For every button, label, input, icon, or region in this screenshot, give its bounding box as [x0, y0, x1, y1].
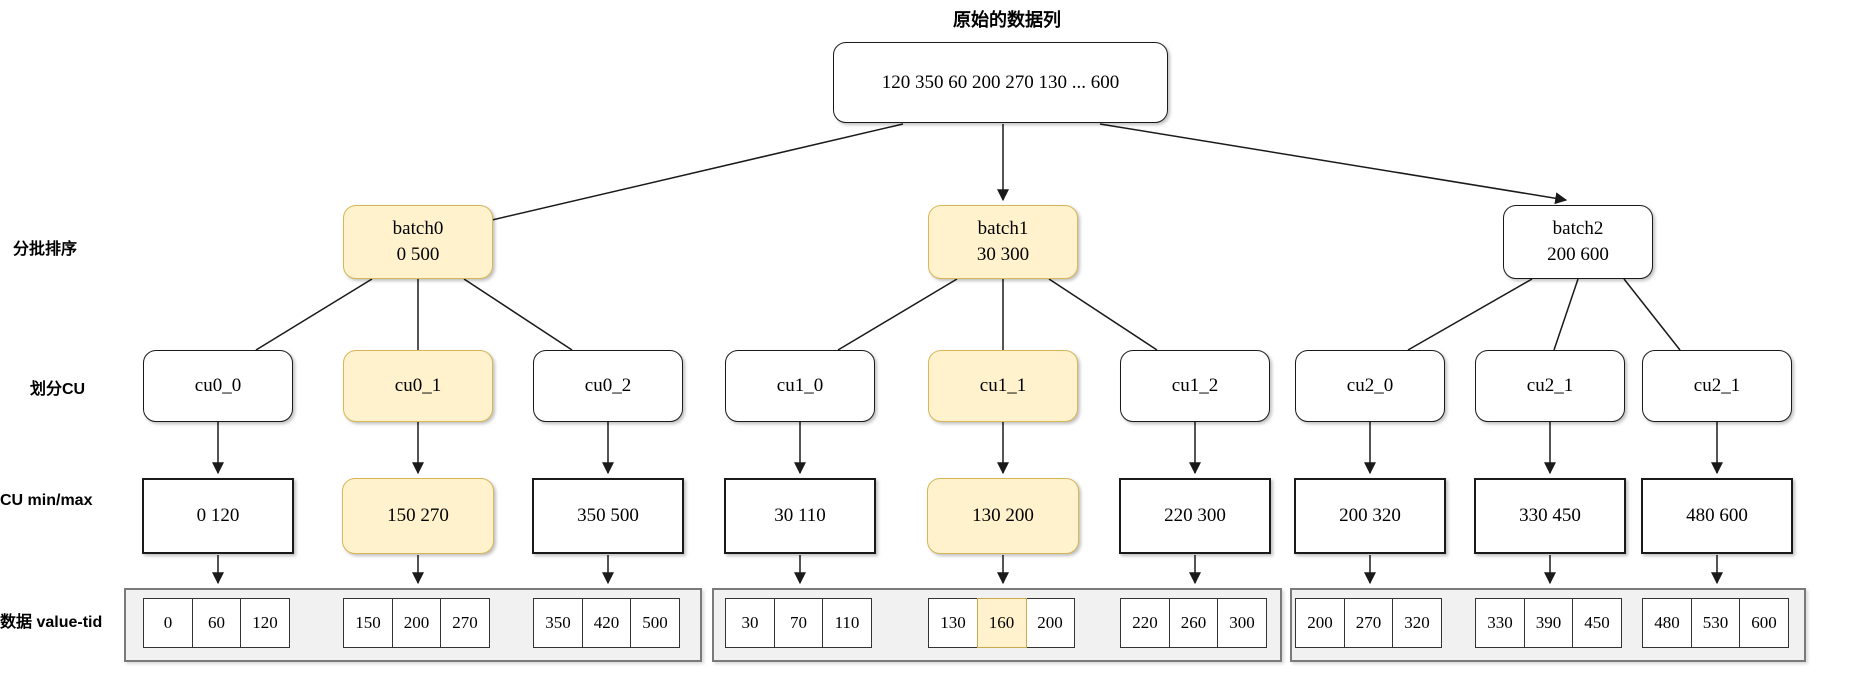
value-cell: 600	[1739, 598, 1789, 648]
cu-name: cu1_0	[776, 375, 824, 397]
value-cell: 450	[1572, 598, 1622, 648]
value-array-cu2_1b: 480 530 600	[1642, 598, 1789, 648]
value-cell: 480	[1642, 598, 1692, 648]
value-cell: 270	[440, 598, 490, 648]
cu-node-cu0_2: cu0_2	[533, 350, 683, 422]
batch-name: batch1	[977, 218, 1029, 240]
batch-range: 0 500	[396, 244, 440, 265]
value-cell: 120	[240, 598, 290, 648]
value-array-cu1_0: 30 70 110	[725, 598, 872, 648]
row-label-data: 数据 value-tid	[0, 614, 103, 631]
cu-name: cu1_1	[979, 375, 1027, 397]
cu-node-cu1_0: cu1_0	[725, 350, 875, 422]
cu-node-cu0_0: cu0_0	[143, 350, 293, 422]
minmax-node-cu2_0: 200 320	[1294, 478, 1446, 554]
cu-node-cu1_1: cu1_1	[928, 350, 1078, 422]
minmax-value: 200 320	[1339, 505, 1401, 527]
cu-name: cu1_2	[1171, 375, 1219, 397]
batch-range: 200 600	[1547, 244, 1609, 265]
value-cell: 220	[1120, 598, 1170, 648]
value-array-cu2_0: 200 270 320	[1295, 598, 1442, 648]
root-node: 120 350 60 200 270 130 ... 600	[833, 42, 1168, 123]
value-cell: 60	[191, 598, 242, 648]
value-array-cu1_2: 220 260 300	[1120, 598, 1267, 648]
cu-node-cu2_1b: cu2_1	[1642, 350, 1792, 422]
minmax-value: 150 270	[387, 505, 449, 527]
value-cell: 0	[143, 598, 193, 648]
minmax-value: 330 450	[1519, 505, 1581, 527]
value-cell: 130	[928, 598, 978, 648]
value-array-cu1_1: 130 160 200	[928, 598, 1075, 648]
batch-node-batch2: batch2 200 600	[1503, 205, 1653, 279]
value-cell: 270	[1343, 598, 1394, 648]
value-cell: 300	[1217, 598, 1267, 648]
cu-name: cu2_1	[1693, 375, 1741, 397]
row-label-cu: 划分CU	[30, 381, 86, 398]
value-cell: 420	[581, 598, 632, 648]
minmax-value: 350 500	[577, 505, 639, 527]
value-array-cu0_0: 0 60 120	[143, 598, 290, 648]
batch-range: 30 300	[976, 244, 1030, 265]
diagram-title: 原始的数据列	[953, 10, 1061, 30]
cu-name: cu2_0	[1346, 375, 1394, 397]
minmax-value: 480 600	[1686, 505, 1748, 527]
cu-node-cu1_2: cu1_2	[1120, 350, 1270, 422]
root-node-label: 120 350 60 200 270 130 ... 600	[881, 71, 1120, 93]
cu-name: cu0_1	[394, 375, 442, 397]
value-array-cu0_1: 150 200 270	[343, 598, 490, 648]
minmax-value: 130 200	[972, 505, 1034, 527]
value-cell: 200	[391, 598, 442, 648]
row-label-batch: 分批排序	[13, 241, 78, 258]
batch-node-batch0: batch0 0 500	[343, 205, 493, 279]
minmax-node-cu0_1: 150 270	[342, 478, 494, 554]
value-array-cu0_2: 350 420 500	[533, 598, 680, 648]
cu-name: cu0_0	[194, 375, 242, 397]
value-cell: 500	[630, 598, 680, 648]
batch-name: batch2	[1552, 218, 1604, 240]
cu-name: cu0_2	[584, 375, 632, 397]
batch-name: batch0	[392, 218, 444, 240]
value-cell: 330	[1475, 598, 1525, 648]
value-cell: 200	[1025, 598, 1075, 648]
row-label-minmax: CU min/max	[0, 492, 93, 509]
cu-node-cu2_0: cu2_0	[1295, 350, 1445, 422]
value-cell: 350	[533, 598, 583, 648]
value-cell: 200	[1295, 598, 1345, 648]
value-cell-highlighted: 160	[976, 598, 1027, 648]
value-cell: 70	[773, 598, 824, 648]
value-cell: 30	[725, 598, 775, 648]
minmax-node-cu1_0: 30 110	[724, 478, 876, 554]
value-cell: 150	[343, 598, 393, 648]
minmax-node-cu2_1b: 480 600	[1641, 478, 1793, 554]
minmax-node-cu2_1: 330 450	[1474, 478, 1626, 554]
value-cell: 530	[1690, 598, 1741, 648]
minmax-node-cu1_1: 130 200	[927, 478, 1079, 554]
minmax-value: 220 300	[1164, 505, 1226, 527]
minmax-node-cu0_0: 0 120	[142, 478, 294, 554]
value-cell: 320	[1392, 598, 1442, 648]
cu-name: cu2_1	[1526, 375, 1574, 397]
value-array-cu2_1: 330 390 450	[1475, 598, 1622, 648]
value-cell: 260	[1168, 598, 1219, 648]
value-cell: 390	[1523, 598, 1574, 648]
value-cell: 110	[822, 598, 872, 648]
minmax-node-cu0_2: 350 500	[532, 478, 684, 554]
minmax-node-cu1_2: 220 300	[1119, 478, 1271, 554]
minmax-value: 0 120	[196, 505, 240, 527]
cu-node-cu0_1: cu0_1	[343, 350, 493, 422]
cu-node-cu2_1: cu2_1	[1475, 350, 1625, 422]
batch-node-batch1: batch1 30 300	[928, 205, 1078, 279]
minmax-value: 30 110	[774, 505, 826, 527]
